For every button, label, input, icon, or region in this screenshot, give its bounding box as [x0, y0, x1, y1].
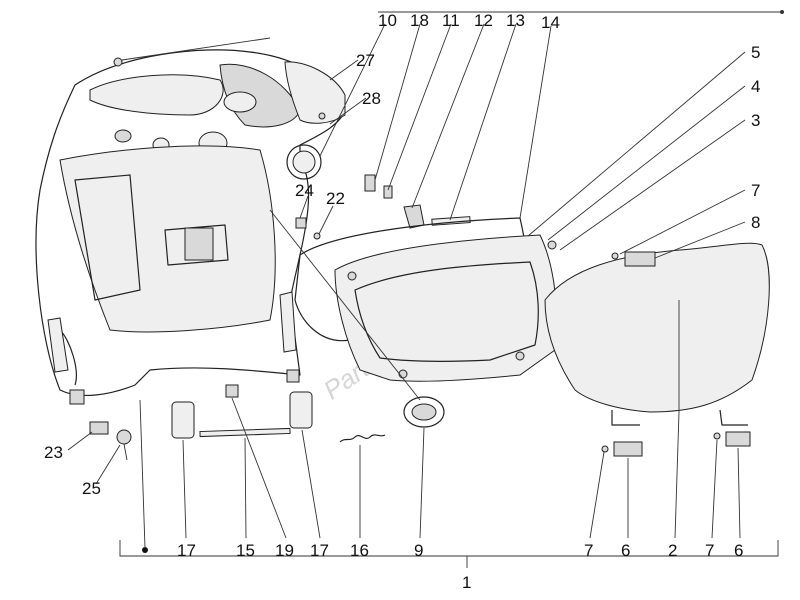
- bottom-right-fasteners: [601, 431, 751, 457]
- label-19: 19: [275, 541, 294, 560]
- label-4: 4: [751, 77, 760, 96]
- spring-16: [339, 434, 386, 443]
- screw-part: [113, 37, 271, 67]
- hinge-parts: [171, 384, 313, 439]
- part-numbers: 10 18 11 12 13 14 5 4 3 7 8 27 28 24 22 …: [44, 11, 760, 592]
- label-9: 9: [414, 541, 423, 560]
- small-clips: [295, 174, 471, 240]
- label-25: 25: [82, 479, 101, 498]
- label-23: 23: [44, 443, 63, 462]
- label-1: 1: [462, 573, 471, 592]
- label-11: 11: [442, 11, 460, 30]
- label-2: 2: [668, 541, 677, 560]
- ring-grommet-inner: [292, 150, 316, 174]
- label-27: 27: [356, 51, 375, 70]
- bottom-left-fasteners: [89, 421, 132, 461]
- reference-frame: [119, 10, 784, 568]
- label-14: 14: [541, 13, 560, 32]
- label-15: 15: [236, 541, 255, 560]
- label-22: 22: [326, 189, 345, 208]
- label-24: 24: [295, 181, 314, 200]
- label-7-left: 7: [584, 541, 593, 560]
- label-16: 16: [350, 541, 369, 560]
- side-panel-2: [544, 242, 770, 426]
- label-6-left: 6: [621, 541, 630, 560]
- inner-shield-part: [35, 49, 346, 405]
- label-17-left: 17: [177, 541, 196, 560]
- bullet-marker: [142, 547, 148, 553]
- ring-grommet: [286, 144, 322, 180]
- label-18: 18: [410, 11, 429, 30]
- label-13: 13: [506, 11, 525, 30]
- cover-panel-4: [334, 234, 557, 382]
- label-5: 5: [751, 43, 760, 62]
- lock-ring-9: [403, 396, 445, 428]
- leader-lines: [67, 23, 746, 549]
- label-7-right: 7: [705, 541, 714, 560]
- label-28: 28: [362, 89, 381, 108]
- label-8: 8: [751, 213, 760, 232]
- label-7-top: 7: [751, 181, 760, 200]
- label-10: 10: [378, 11, 397, 30]
- label-3: 3: [751, 111, 760, 130]
- label-12: 12: [474, 11, 493, 30]
- label-6-right: 6: [734, 541, 743, 560]
- lid-part-27: [284, 61, 346, 124]
- label-17-right: 17: [310, 541, 329, 560]
